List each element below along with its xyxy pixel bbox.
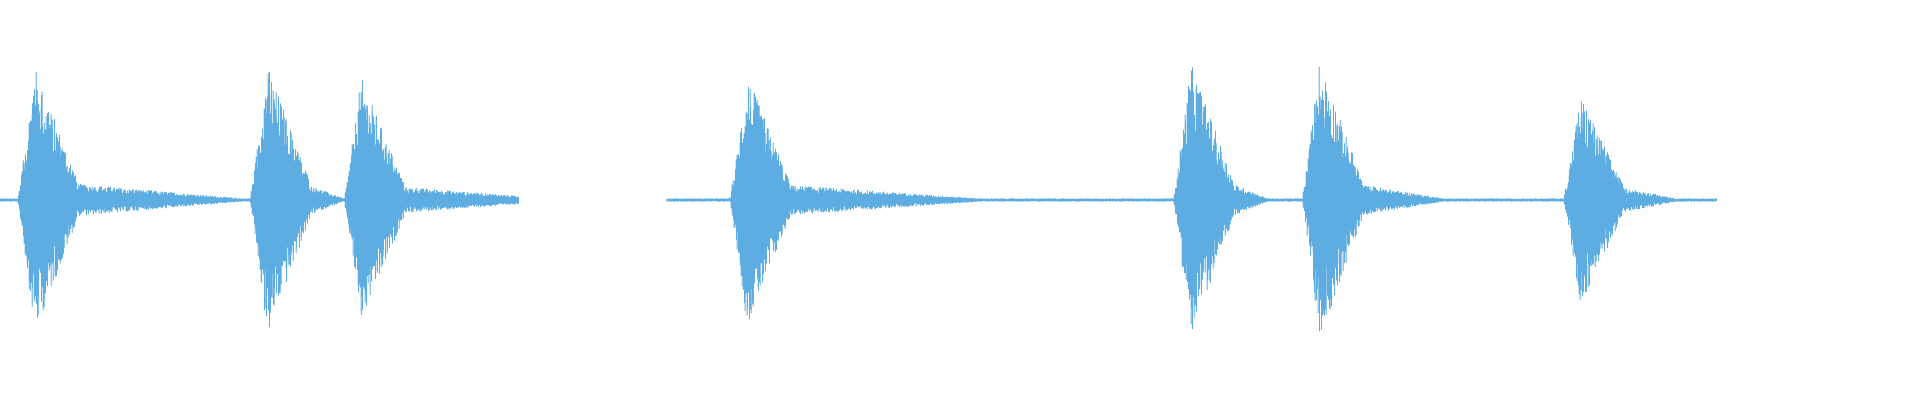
waveform-trace bbox=[0, 66, 1717, 332]
